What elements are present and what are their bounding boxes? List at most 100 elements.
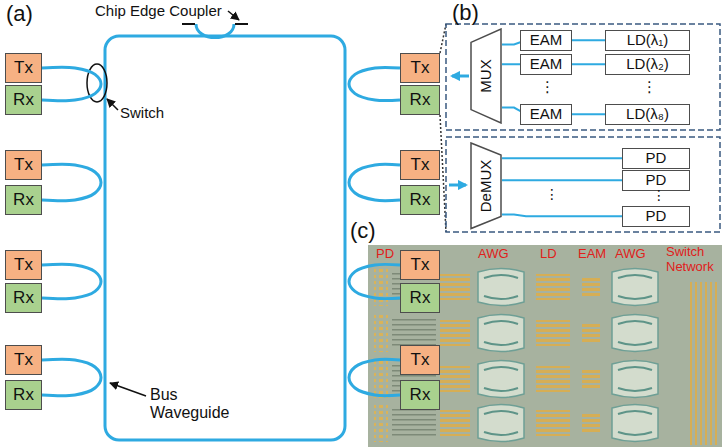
box-text: Tx xyxy=(411,59,430,78)
waveguide-connector xyxy=(572,63,605,65)
box-text: Rx xyxy=(13,289,34,308)
chip-photo xyxy=(368,245,722,447)
receiver-box: Rx xyxy=(5,283,42,313)
box-text: Tx xyxy=(14,59,33,78)
mux-trapezoid: MUX xyxy=(470,28,502,124)
waveguide-connector xyxy=(42,164,101,200)
modulator-box: EAM xyxy=(520,30,572,51)
box-text: PD xyxy=(646,150,667,167)
receiver-box: Rx xyxy=(5,85,42,115)
callout-label: Chip Edge Coupler xyxy=(95,2,222,19)
box-text: LD(λ₁) xyxy=(627,32,669,49)
box-text: PD xyxy=(646,172,667,189)
photodiode-box: PD xyxy=(622,206,690,227)
transmitter-box: Tx xyxy=(400,250,440,280)
box-text: Tx xyxy=(411,351,430,370)
panel-label: (c) xyxy=(350,218,376,243)
box-text: Rx xyxy=(13,91,34,110)
demux-trapezoid: DeMUX xyxy=(470,142,502,230)
box-text: Tx xyxy=(14,351,33,370)
transmitter-box: Tx xyxy=(5,250,42,280)
ellipsis-mark: ⋮ xyxy=(540,78,555,95)
laser-box: LD(λ₁) xyxy=(605,30,690,51)
waveguide-connector xyxy=(349,67,400,100)
receiver-box: Rx xyxy=(400,185,440,215)
ellipsis-mark: ⋮ xyxy=(652,188,666,202)
transmitter-box: Tx xyxy=(400,150,440,180)
callout-label: Bus Waveguide xyxy=(150,386,240,423)
box-text: Rx xyxy=(410,191,431,210)
transmitter-box: Tx xyxy=(5,53,42,83)
waveguide-connector xyxy=(349,164,400,200)
box-text: Tx xyxy=(411,256,430,275)
waveguide-connector xyxy=(502,63,520,65)
box-text: Rx xyxy=(410,386,431,405)
waveguide-connector xyxy=(572,113,605,115)
waveguide-connector xyxy=(349,359,400,395)
transmitter-box: Tx xyxy=(5,150,42,180)
leader-arrow xyxy=(110,383,146,396)
photo-label: AWG xyxy=(478,247,509,262)
output-arrow xyxy=(452,75,469,78)
panel-label: (b) xyxy=(452,0,479,25)
transmitter-box: Tx xyxy=(400,53,440,83)
waveguide-connector xyxy=(572,39,605,41)
box-text: LD(λ₈) xyxy=(626,106,669,123)
box-text: Tx xyxy=(14,256,33,275)
receiver-box: Rx xyxy=(400,380,440,410)
box-text: Rx xyxy=(410,91,431,110)
photo-label: LD xyxy=(540,247,557,262)
photo-label: PD xyxy=(376,247,394,262)
input-arrow xyxy=(449,184,466,187)
leader-arrow xyxy=(228,11,239,20)
photodiode-box: PD xyxy=(622,148,690,169)
box-text: EAM xyxy=(530,32,563,49)
waveguide-connector xyxy=(42,359,101,395)
box-text: Tx xyxy=(411,156,430,175)
waveguide-connector xyxy=(42,264,101,298)
panel-label: (a) xyxy=(6,1,33,26)
callout-label: Switch xyxy=(120,104,164,121)
bus-waveguide xyxy=(105,36,345,440)
edge-coupler xyxy=(196,24,234,38)
box-text: Rx xyxy=(13,191,34,210)
modulator-box: EAM xyxy=(520,54,572,75)
receiver-box: Rx xyxy=(400,85,440,115)
photo-label: EAM xyxy=(578,247,606,262)
dashed-frame xyxy=(446,137,720,232)
waveguide-connector xyxy=(502,157,622,159)
ellipsis-mark: ⋮ xyxy=(545,187,559,201)
receiver-box: Rx xyxy=(400,283,440,313)
photo-label: AWG xyxy=(615,247,646,262)
transmitter-box: Tx xyxy=(5,345,42,375)
receiver-box: Rx xyxy=(5,185,42,215)
laser-box: LD(λ₈) xyxy=(605,104,690,125)
laser-box: LD(λ₂) xyxy=(605,54,690,75)
waveguide-connector xyxy=(42,67,101,100)
receiver-box: Rx xyxy=(5,380,42,410)
zoom-line xyxy=(440,115,446,232)
switch-network-photo xyxy=(688,282,720,445)
box-text: MUX xyxy=(478,59,495,92)
photo-label: Switch Network xyxy=(666,245,722,275)
box-text: EAM xyxy=(530,106,563,123)
waveguide-connector xyxy=(502,214,622,216)
modulator-box: EAM xyxy=(520,104,572,125)
trapezoid-shape xyxy=(471,143,501,229)
box-text: Rx xyxy=(410,289,431,308)
chip-edge-mark xyxy=(235,23,248,25)
box-text: Tx xyxy=(14,156,33,175)
zoom-line xyxy=(440,24,446,53)
box-text: PD xyxy=(646,208,667,225)
transmitter-box: Tx xyxy=(400,345,440,375)
dashed-frame xyxy=(446,24,720,130)
box-text: LD(λ₂) xyxy=(626,56,669,73)
chip-edge-mark xyxy=(182,23,195,25)
waveguide-connector xyxy=(349,264,400,298)
leader-arrow xyxy=(107,99,118,110)
box-text: EAM xyxy=(530,56,563,73)
ellipsis-mark: ⋮ xyxy=(642,78,657,95)
box-text: Rx xyxy=(13,386,34,405)
trapezoid-shape xyxy=(471,29,501,123)
box-text: DeMUX xyxy=(478,159,495,212)
